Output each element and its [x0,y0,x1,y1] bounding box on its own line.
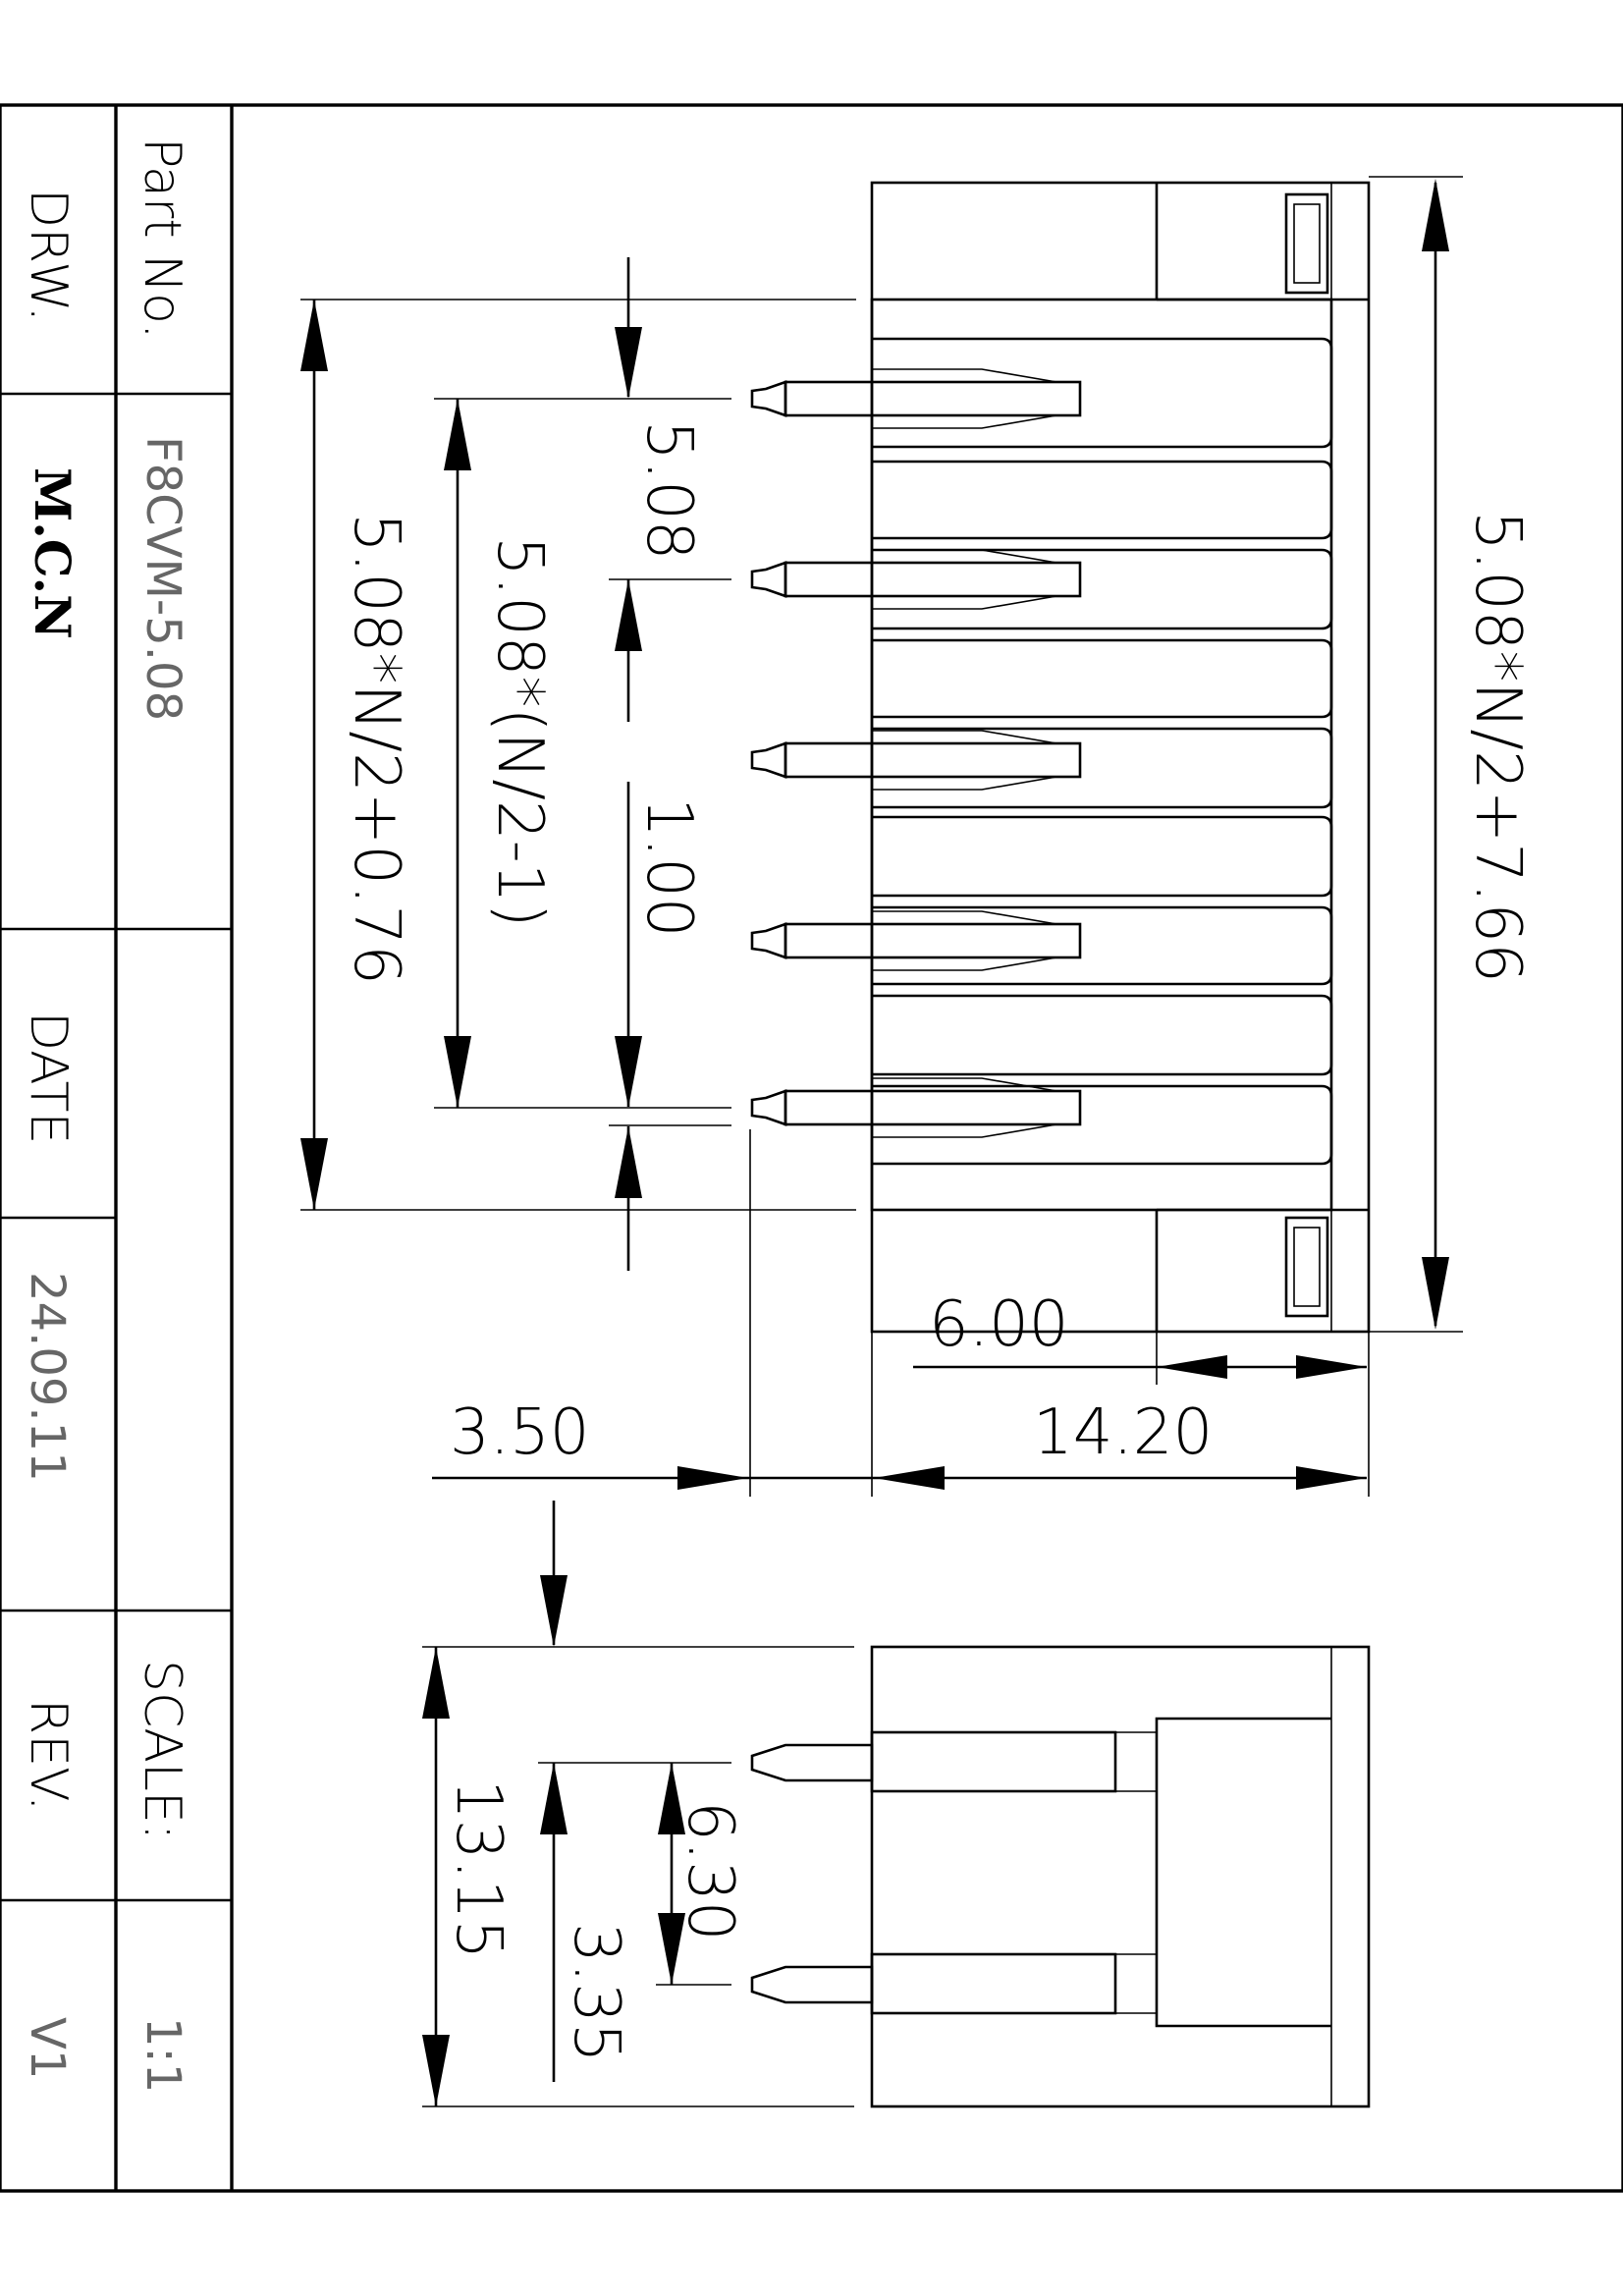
arrow [1422,1257,1449,1330]
pin-tip [750,741,787,779]
pin-flare [872,368,1057,429]
part-no-label: Part No. [133,137,191,340]
arrow [1422,179,1449,251]
dim-text-offset: 1.00 [632,797,705,938]
date-label: DATE [19,1011,78,1144]
pin-shank [784,561,1082,598]
arrow [874,1466,945,1490]
pin [750,730,1082,791]
arrow [677,1466,748,1490]
pin [750,549,1082,610]
pin [750,1077,1082,1138]
pin-tip [750,380,787,417]
scale-value: 1:1 [135,2017,190,2093]
arrow [422,2035,450,2106]
arrow [615,579,642,651]
housing-slot [872,727,1333,809]
arrow [444,399,471,470]
pin-tip [750,1089,787,1126]
housing-slot [872,815,1333,898]
arrow [615,1036,642,1108]
drw-label: DRW. [19,189,78,322]
scale-label: SCALE: [133,1660,191,1840]
rev-label: REV. [19,1699,78,1811]
drw-value: M.C.N [24,467,81,639]
pin-shank [784,380,1082,417]
arrow [658,1763,685,1834]
part-no-value: F8CVM-5.08 [135,436,190,721]
dim-text-pin-span: 5.08*(N/2-1) [483,536,556,927]
pin-tip [750,922,787,959]
pin-flare [872,549,1057,610]
arrow [615,1126,642,1198]
housing-slot [872,994,1333,1076]
arrow [300,1138,328,1210]
date-value: 24.09.11 [20,1272,75,1482]
pin-flare [872,730,1057,791]
pin-flare [872,1077,1057,1138]
top-view [750,181,1371,1334]
arrow [444,1036,471,1108]
dim-text-flange: 6.00 [929,1288,1069,1361]
housing-slot [872,548,1333,630]
arrow [1296,1466,1367,1490]
side-pin-upper-shank [870,1730,1117,1793]
arrow [540,1575,568,1647]
latch-window-top-inner [1293,203,1321,284]
side-view [750,1645,1371,2108]
pin-shank [784,922,1082,959]
pins-group [750,368,1082,1138]
arrow [1157,1355,1227,1379]
housing-slot [872,337,1333,449]
side-pin-lower-tip [750,1965,874,2004]
sheet-border [0,103,1623,2193]
latch-window-bottom-inner [1293,1227,1321,1307]
latch-window-bottom [1284,1216,1329,1318]
dim-text-outer-length: 5.08*N/2+7.66 [1461,511,1534,983]
title-block: Part No. F8CVM-5.08 DRW. M.C.N DATE 24.0… [0,103,1623,2193]
dimensions: 5.08*N/2+0.76 5.08*(N/2-1) 5.08 1.00 5.0… [300,176,1534,2107]
housing-slot [872,1084,1333,1166]
dim-text-body-width: 14.20 [1033,1396,1213,1469]
dim-text-pin-offset: 3.35 [560,1923,632,2063]
side-pin-lower-shank [870,1952,1117,2015]
dim-text-pin-projection: 3.50 [450,1396,590,1469]
pin [750,910,1082,971]
side-body-step [1155,1717,1331,2028]
housing-slot [872,460,1333,540]
pin-tip [750,561,787,598]
side-pin-upper-tip [750,1743,874,1782]
arrow [540,1763,568,1834]
dim-text-inner-length: 5.08*N/2+0.76 [340,513,412,985]
arrow [422,1647,450,1719]
arrow [615,327,642,399]
latch-window-top [1284,192,1329,295]
flange-outline [870,181,1371,1334]
housing-slot [872,638,1333,719]
dim-text-pitch: 5.08 [632,420,705,561]
pin [750,368,1082,429]
slots-group [872,337,1333,1166]
rev-value: V1 [20,2017,75,2079]
arrow [1296,1355,1367,1379]
pin-flare [872,910,1057,971]
housing-slot [872,905,1333,986]
arrow [300,300,328,371]
side-body-outline [870,1645,1371,2108]
pin-shank [784,1089,1082,1126]
dim-text-side-height: 13.15 [442,1779,514,1959]
pin-shank [784,741,1082,779]
arrow [658,1913,685,1985]
dim-text-row-spacing: 6.30 [674,1801,746,1941]
